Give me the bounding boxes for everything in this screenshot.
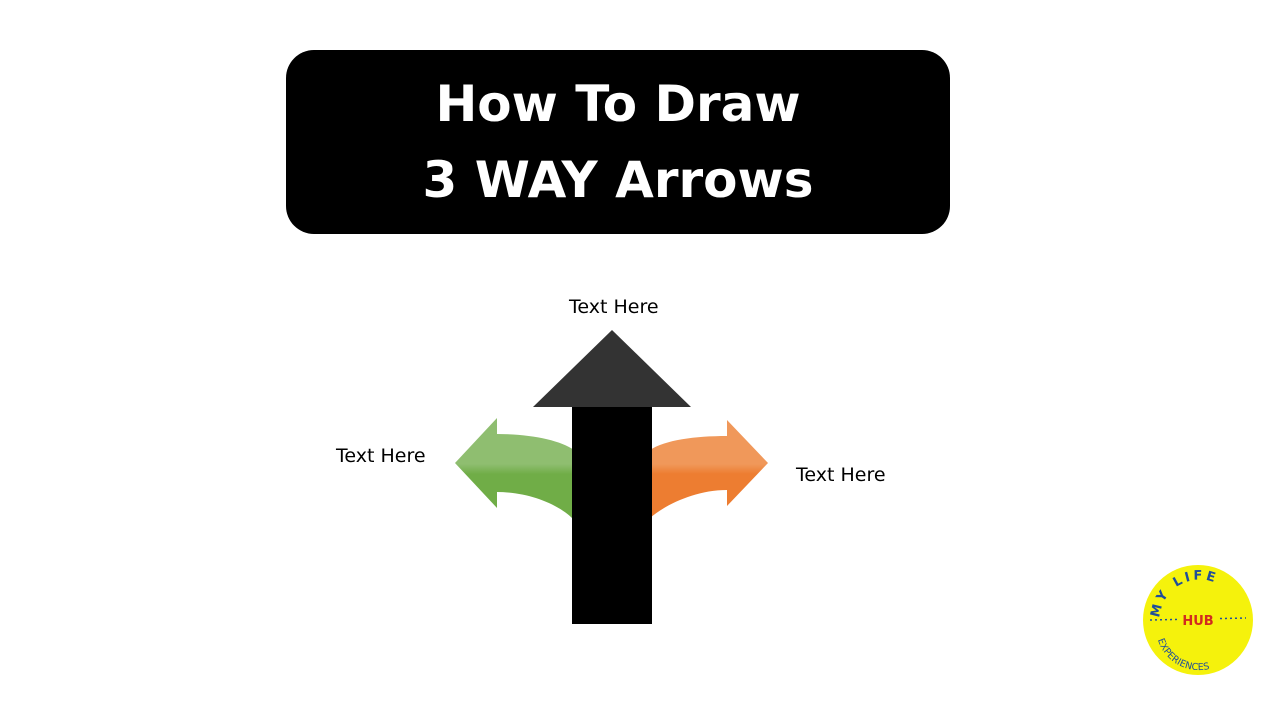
left-arrow (455, 418, 574, 520)
right-arrow (650, 420, 768, 518)
left-arrow-label: Text Here (336, 445, 426, 467)
logo-center-text: HUB (1182, 614, 1213, 629)
up-arrow-shaft (572, 407, 652, 624)
right-arrow-label: Text Here (796, 464, 886, 486)
my-life-hub-logo: MY LIFE HUB EXPERIENCES (1143, 565, 1253, 675)
up-arrow-head (533, 330, 691, 407)
top-arrow-label: Text Here (569, 296, 659, 318)
title-line-2: 3 WAY Arrows (422, 151, 814, 209)
title-line-1: How To Draw (435, 75, 801, 133)
title-banner: How To Draw 3 WAY Arrows (286, 50, 950, 234)
